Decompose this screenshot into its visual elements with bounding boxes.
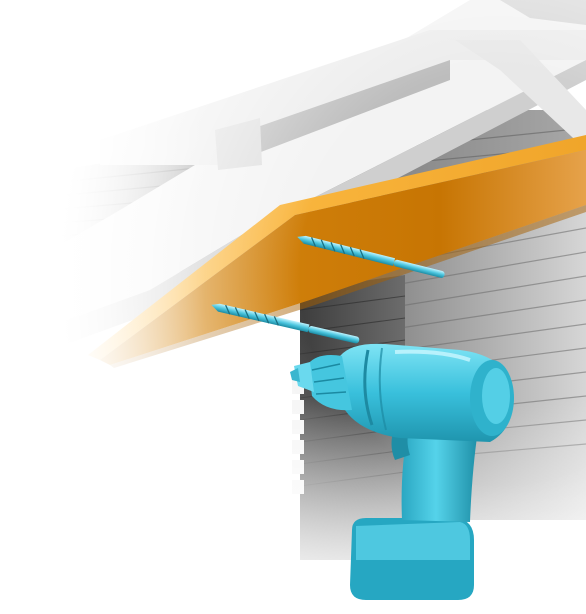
construction-illustration [0, 0, 586, 614]
corner-vignette [0, 0, 586, 614]
